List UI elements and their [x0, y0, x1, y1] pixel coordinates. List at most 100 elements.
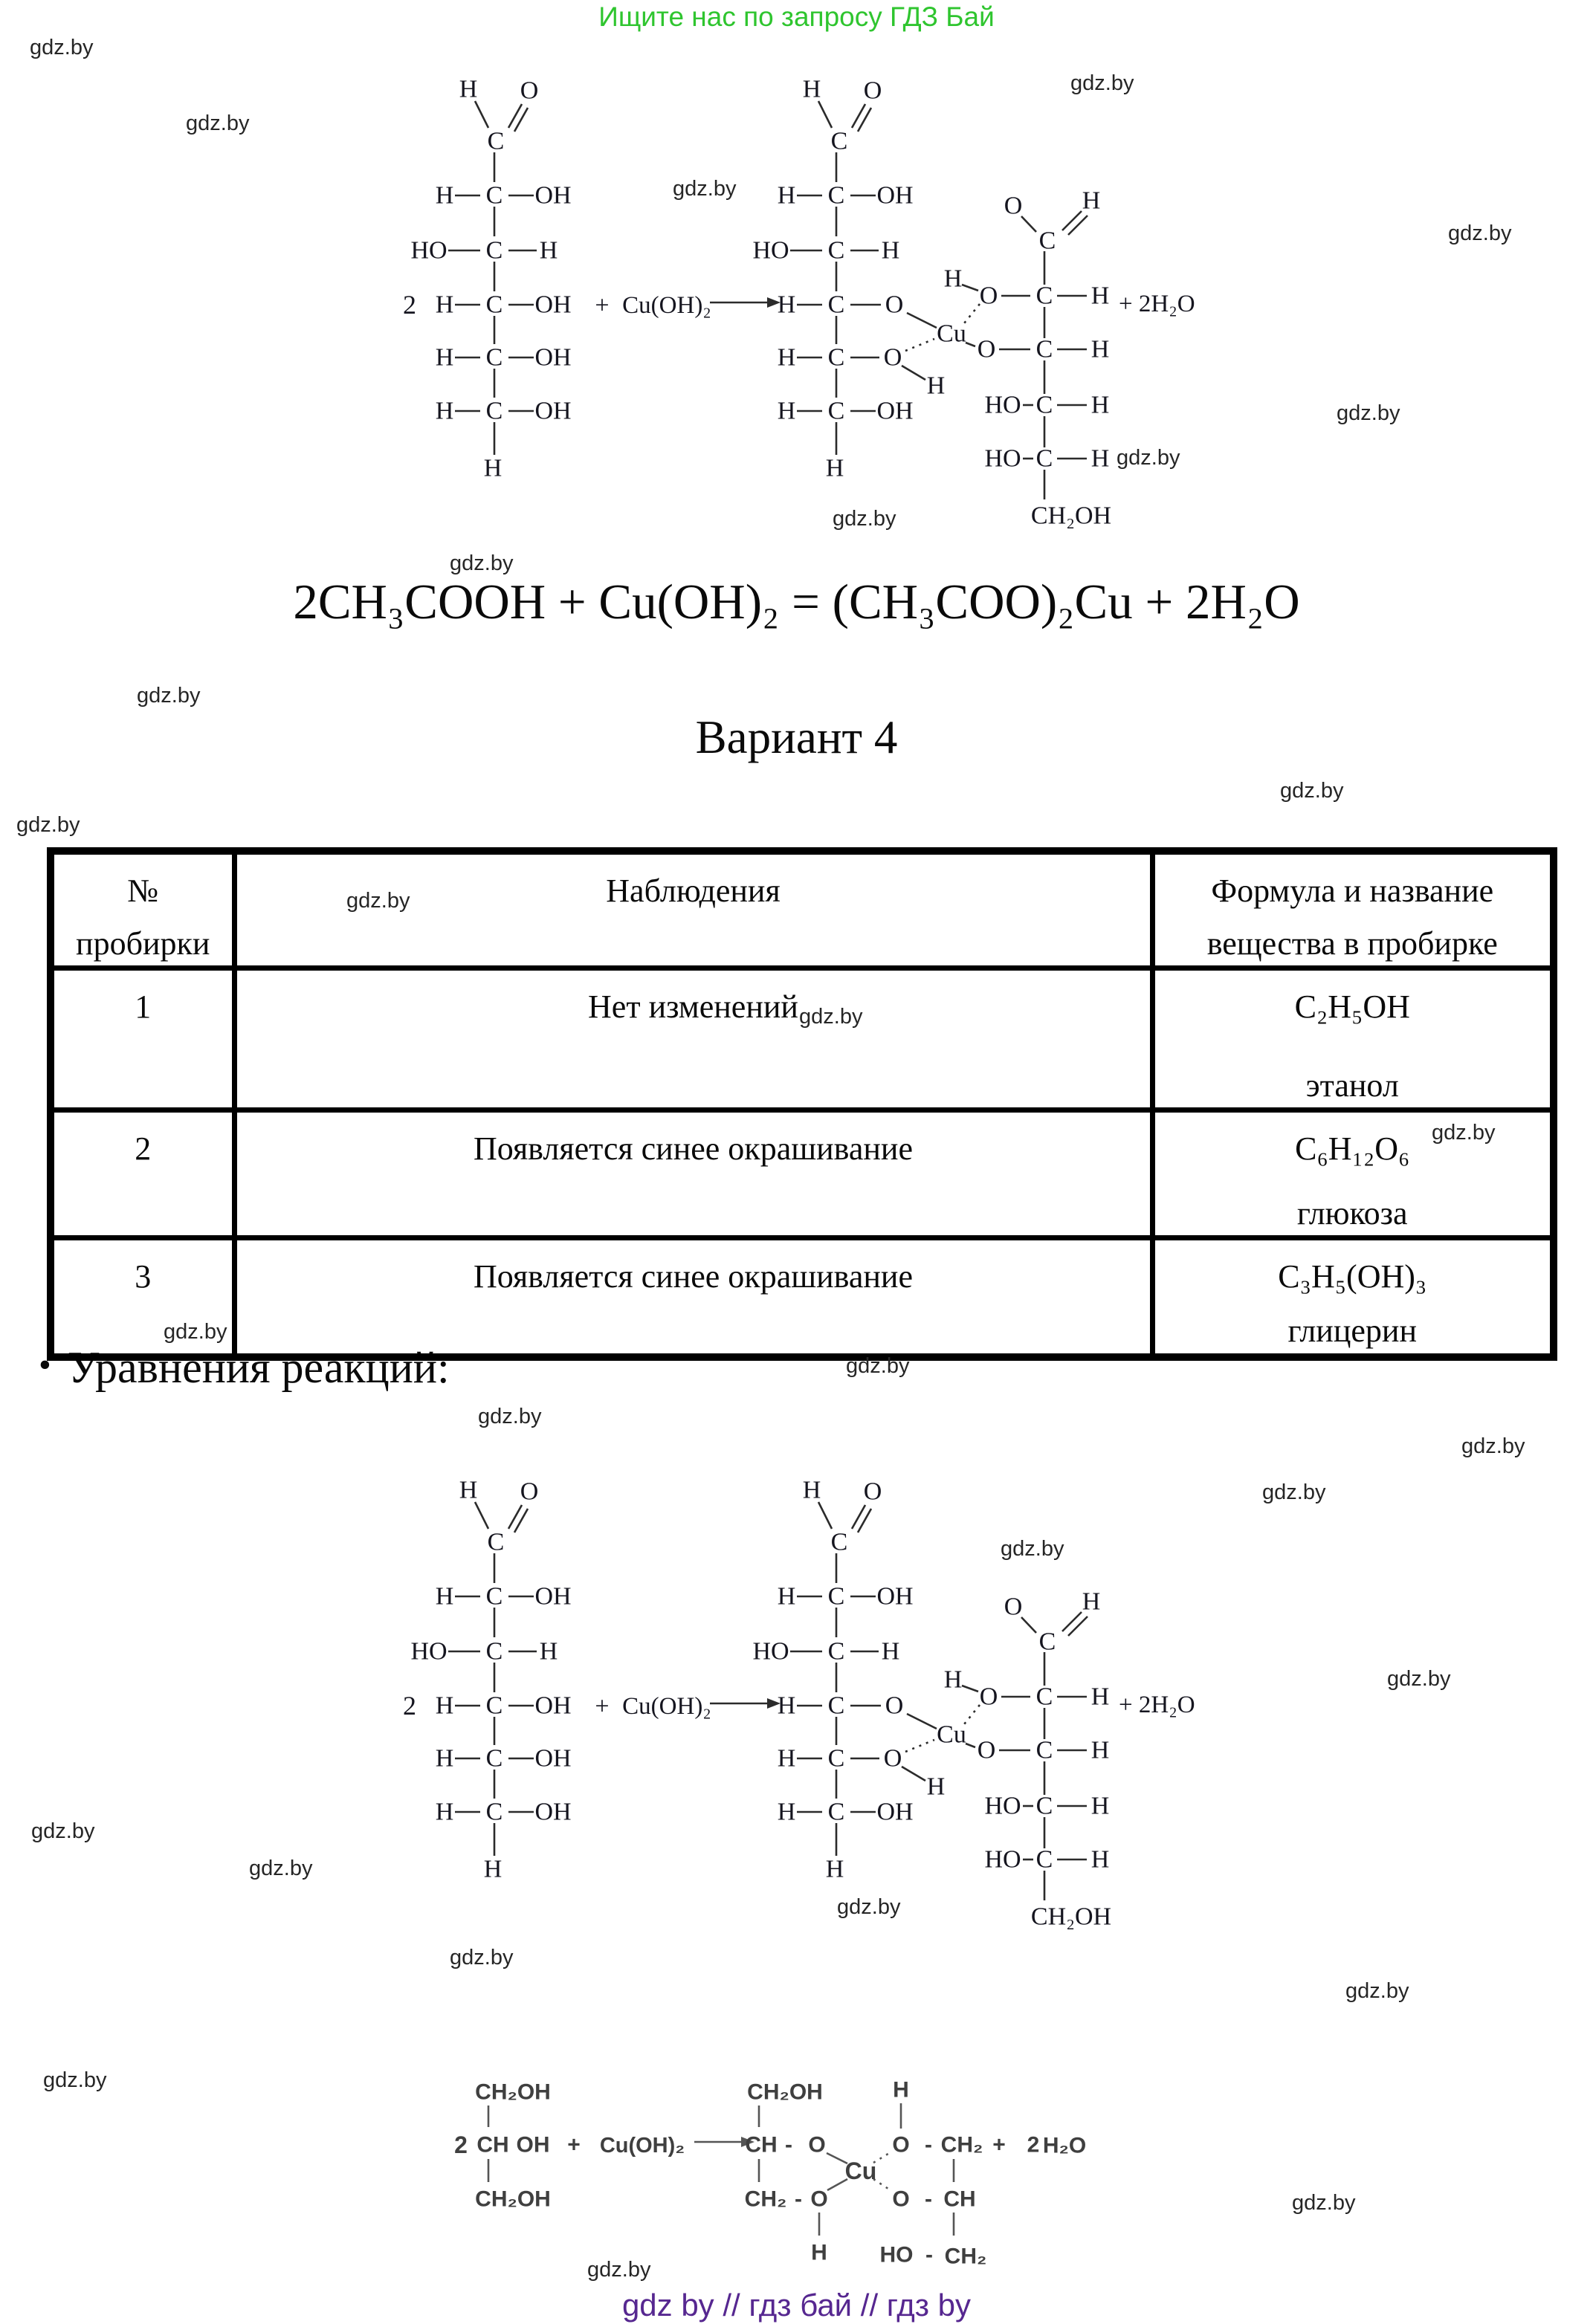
arrowhead [767, 297, 781, 308]
bond-line [1067, 1616, 1088, 1637]
header-text: Формула и название [1211, 873, 1494, 909]
coordination-bond-line [963, 303, 981, 324]
atom-label: + [595, 292, 609, 320]
coordination-bond-line [873, 2151, 891, 2164]
atom-label: C [828, 1799, 845, 1826]
atom-label: C [1036, 445, 1053, 473]
atom-label: H [436, 344, 454, 372]
atom-label: H [436, 1692, 454, 1720]
atom-label: - [795, 2187, 802, 2212]
atom-label: H [1091, 1846, 1110, 1874]
cell-tube-number: 3 [48, 1235, 237, 1359]
atom-label: OH [534, 1583, 571, 1611]
bond-line [856, 1508, 873, 1533]
atom-label: + 2H₂O [1119, 1692, 1195, 1718]
atom-label: C [488, 1529, 505, 1556]
gdz-watermark: gdz.by [587, 2258, 651, 2282]
atom-label: C [486, 291, 503, 319]
atom-label: O [978, 336, 996, 363]
atom-label: O [520, 77, 539, 105]
gdz-watermark: gdz.by [1262, 1480, 1326, 1504]
footer-links: gdz by // гдз бай // гдз by [621, 2288, 972, 2323]
atom-label: H [484, 1856, 503, 1883]
substance-name: глюкоза [1296, 1194, 1408, 1231]
atom-label: CH₂OH [475, 2080, 551, 2105]
atom-label: Cu [845, 2158, 877, 2184]
gdz-watermark: gdz.by [799, 1005, 863, 1029]
gdz-watermark: gdz.by [1280, 779, 1344, 803]
acetic-acid-copper-equation: 2CH₃COOH + Cu(OH)₂ = (CH₃COO)₂Cu + 2H₂O [293, 574, 1300, 629]
atom-label: OH [876, 1583, 913, 1611]
cell-observation: Нет изменений [231, 965, 1155, 1113]
atom-label: 2 [454, 2132, 468, 2158]
cell-observation: Появляется синее окрашивание [231, 1235, 1155, 1359]
atom-label: OH [876, 182, 913, 210]
atom-label: CH [476, 2133, 508, 2158]
substance-name: глицерин [1287, 1312, 1418, 1350]
atom-label: O [884, 344, 902, 372]
atom-label: CH₂OH [1031, 1903, 1111, 1931]
atom-label: CH₂OH [747, 2080, 823, 2105]
arrowhead [741, 2137, 755, 2147]
atom-label: C [486, 398, 503, 425]
gdz-watermark: gdz.by [1461, 1434, 1525, 1458]
atom-label: OH [876, 1799, 913, 1826]
atom-label: HO [984, 1846, 1021, 1874]
gdz-watermark: gdz.by [43, 2068, 107, 2092]
atom-label: C [486, 1638, 503, 1666]
atom-label: H [778, 182, 796, 210]
bond-line [965, 1742, 976, 1749]
gdz-watermark: gdz.by [249, 1857, 313, 1880]
atom-label: O [810, 2187, 827, 2212]
header-cell-observations: Наблюдения [231, 848, 1155, 971]
bond-line [827, 2178, 848, 2192]
cell-tube-number: 2 [48, 1107, 237, 1241]
atom-label: H [826, 1856, 844, 1883]
atom-label: H [826, 455, 844, 482]
atom-label: H [436, 182, 454, 210]
atom-label: HO [984, 1793, 1021, 1820]
header-text: вещества в пробирке [1206, 925, 1498, 962]
atom-label: C [828, 182, 845, 210]
coordination-bond-line [905, 337, 935, 352]
atom-label: C [828, 1638, 845, 1666]
bond-line [965, 341, 976, 348]
arrowhead [767, 1698, 781, 1709]
bond-line [901, 1765, 926, 1782]
header-text: Наблюдения [606, 873, 781, 909]
atom-label: Cu(OH)₂ [600, 2134, 685, 2158]
atom-label: H [1091, 1683, 1110, 1711]
atom-label: H [459, 76, 478, 103]
cell-formula: C₂H₅OH этанол [1149, 965, 1557, 1113]
bond-line [906, 1712, 937, 1730]
atom-label: CH₂ [941, 2133, 983, 2158]
atom-label: H [436, 398, 454, 425]
atom-label: - [785, 2133, 792, 2158]
substance-formula: C₂H₅OH [1294, 988, 1410, 1026]
gdz-watermark: gdz.by [673, 177, 737, 201]
atom-label: HO [410, 237, 447, 265]
atom-label: H [778, 1692, 796, 1720]
gdz-watermark: gdz.by [450, 1946, 514, 1969]
gdz-watermark: gdz.by [164, 1320, 227, 1344]
atom-label: CH₂ [745, 2187, 787, 2212]
substance-name: этанол [1305, 1066, 1399, 1104]
atom-label: C [486, 1583, 503, 1611]
atom-label: + 2H₂O [1119, 291, 1195, 317]
atom-label: 2 [1027, 2133, 1040, 2158]
atom-label: H [882, 1638, 900, 1666]
atom-label: OH [534, 344, 571, 372]
atom-label: H [778, 1799, 796, 1826]
table-row: 1 Нет изменений C₂H₅OH этанол [48, 965, 1557, 1113]
atom-label: CH [745, 2133, 777, 2158]
table-header-row: № пробирки Наблюдения Формула и название… [48, 848, 1557, 971]
atom-label: H [1091, 445, 1110, 473]
atom-label: C [1039, 227, 1056, 255]
atom-label: O [978, 1737, 996, 1764]
atom-label: O [1004, 1593, 1023, 1621]
atom-label: C [1036, 1793, 1053, 1820]
atom-label: C [831, 1529, 848, 1556]
atom-label: H [540, 1638, 558, 1666]
atom-label: HO [752, 1638, 789, 1666]
gdz-watermark: gdz.by [1117, 446, 1180, 470]
